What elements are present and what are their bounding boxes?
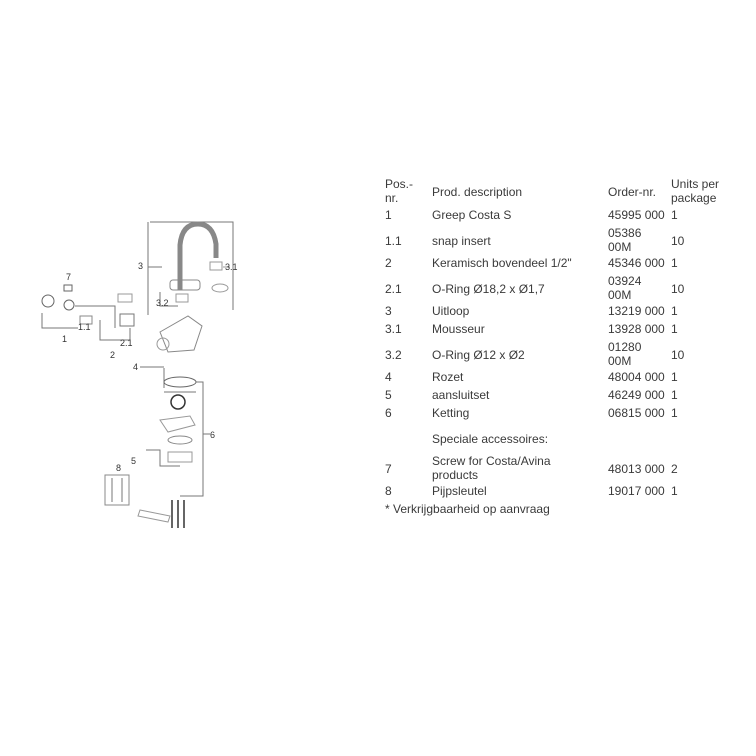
cell-units: 10: [671, 348, 685, 362]
cell-units: 1: [671, 304, 678, 318]
table-row: 6 Ketting 06815 000 1: [385, 406, 735, 424]
cell-description: Keramisch bovendeel 1/2": [432, 256, 572, 270]
header-units: Units per package: [671, 177, 720, 205]
label-6: 6: [210, 430, 215, 440]
cell-pos: 3.1: [385, 322, 402, 336]
cell-pos: 8: [385, 484, 392, 498]
cell-pos: 3.2: [385, 348, 402, 362]
header-pos: Pos.- nr.: [385, 177, 414, 205]
cell-units: 10: [671, 282, 685, 296]
exploded-parts-diagram: 3 3.1 3.2 7 1 1.1 2 2.1 4 6 5 8: [20, 210, 250, 540]
cell-pos: 3: [385, 304, 392, 318]
label-3-2: 3.2: [156, 298, 169, 308]
label-7: 7: [66, 272, 71, 282]
cell-description: Uitloop: [432, 304, 470, 318]
table-row: 2 Keramisch bovendeel 1/2" 45346 000 1: [385, 256, 735, 274]
label-3-1: 3.1: [225, 262, 238, 272]
cell-description: Rozet: [432, 370, 464, 384]
footnote: * Verkrijgbaarheid op aanvraag: [385, 502, 550, 516]
header-description: Prod. description: [432, 185, 523, 199]
cell-order-nr: 46249 000: [608, 388, 665, 402]
cell-order-nr: 45995 000: [608, 208, 665, 222]
table-row: 1 Greep Costa S 45995 000 1: [385, 208, 735, 226]
cell-units: 1: [671, 484, 678, 498]
cell-description: Mousseur: [432, 322, 485, 336]
label-1: 1: [62, 334, 67, 344]
cell-units: 10: [671, 234, 685, 248]
cell-pos: 5: [385, 388, 392, 402]
label-4: 4: [133, 362, 138, 372]
faucet-exploded-view: 3 3.1 3.2 7 1 1.1 2 2.1 4 6 5 8: [41, 221, 238, 528]
cell-description: snap insert: [432, 234, 491, 248]
cell-pos: 7: [385, 462, 392, 476]
cell-order-nr: 13928 000: [608, 322, 665, 336]
cell-pos: 2: [385, 256, 392, 270]
cell-order-nr: 48013 000: [608, 462, 665, 476]
cell-units: 1: [671, 322, 678, 336]
label-2-1: 2.1: [120, 338, 133, 348]
table-row: 4 Rozet 48004 000 1: [385, 370, 735, 388]
label-1-1: 1.1: [78, 322, 91, 332]
table-row: 5 aansluitset 46249 000 1: [385, 388, 735, 406]
label-8: 8: [116, 463, 121, 473]
cell-order-nr: 19017 000: [608, 484, 665, 498]
accessories-heading-row: Speciale accessoires:: [385, 424, 735, 454]
label-3: 3: [138, 261, 143, 271]
cell-order-nr: 06815 000: [608, 406, 665, 420]
cell-description: O-Ring Ø12 x Ø2: [432, 348, 525, 362]
table-row: 8 Pijpsleutel 19017 000 1: [385, 484, 735, 502]
cell-order-nr: 48004 000: [608, 370, 665, 384]
frame-3: [150, 221, 234, 310]
cell-pos: 6: [385, 406, 392, 420]
cell-units: 2: [671, 462, 678, 476]
cell-description: Pijpsleutel: [432, 484, 487, 498]
cell-description: Ketting: [432, 406, 470, 420]
header-order-nr: Order-nr.: [608, 185, 657, 199]
table-row: 3 Uitloop 13219 000 1: [385, 304, 735, 322]
spout-shape: [177, 221, 219, 290]
cell-pos: 2.1: [385, 282, 402, 296]
label-5: 5: [131, 456, 136, 466]
cell-pos: 4: [385, 370, 392, 384]
cell-pos: 1: [385, 208, 392, 222]
table-row: 3.1 Mousseur 13928 000 1: [385, 322, 735, 340]
cell-units: 1: [671, 256, 678, 270]
body-shape: [159, 315, 203, 353]
cell-units: 1: [671, 406, 678, 420]
cell-units: 1: [671, 388, 678, 402]
label-2: 2: [110, 350, 115, 360]
cell-order-nr: 13219 000: [608, 304, 665, 318]
parts-rows: 1 Greep Costa S 45995 000 1 1.1 snap insert 05…: [385, 208, 735, 424]
cell-description: aansluitset: [432, 388, 490, 402]
parts-list: Pos.- nr. Prod. description Order-nr. Un…: [385, 177, 735, 516]
cell-description: O-Ring Ø18,2 x Ø1,7: [432, 282, 545, 296]
cell-order-nr: 45346 000: [608, 256, 665, 270]
cell-units: 1: [671, 370, 678, 384]
cell-description: Greep Costa S: [432, 208, 512, 222]
accessories-heading: Speciale accessoires:: [432, 432, 549, 446]
cell-pos: 1.1: [385, 234, 402, 248]
cell-units: 1: [671, 208, 678, 222]
parts-header: Pos.- nr. Prod. description Order-nr. Un…: [385, 177, 735, 208]
